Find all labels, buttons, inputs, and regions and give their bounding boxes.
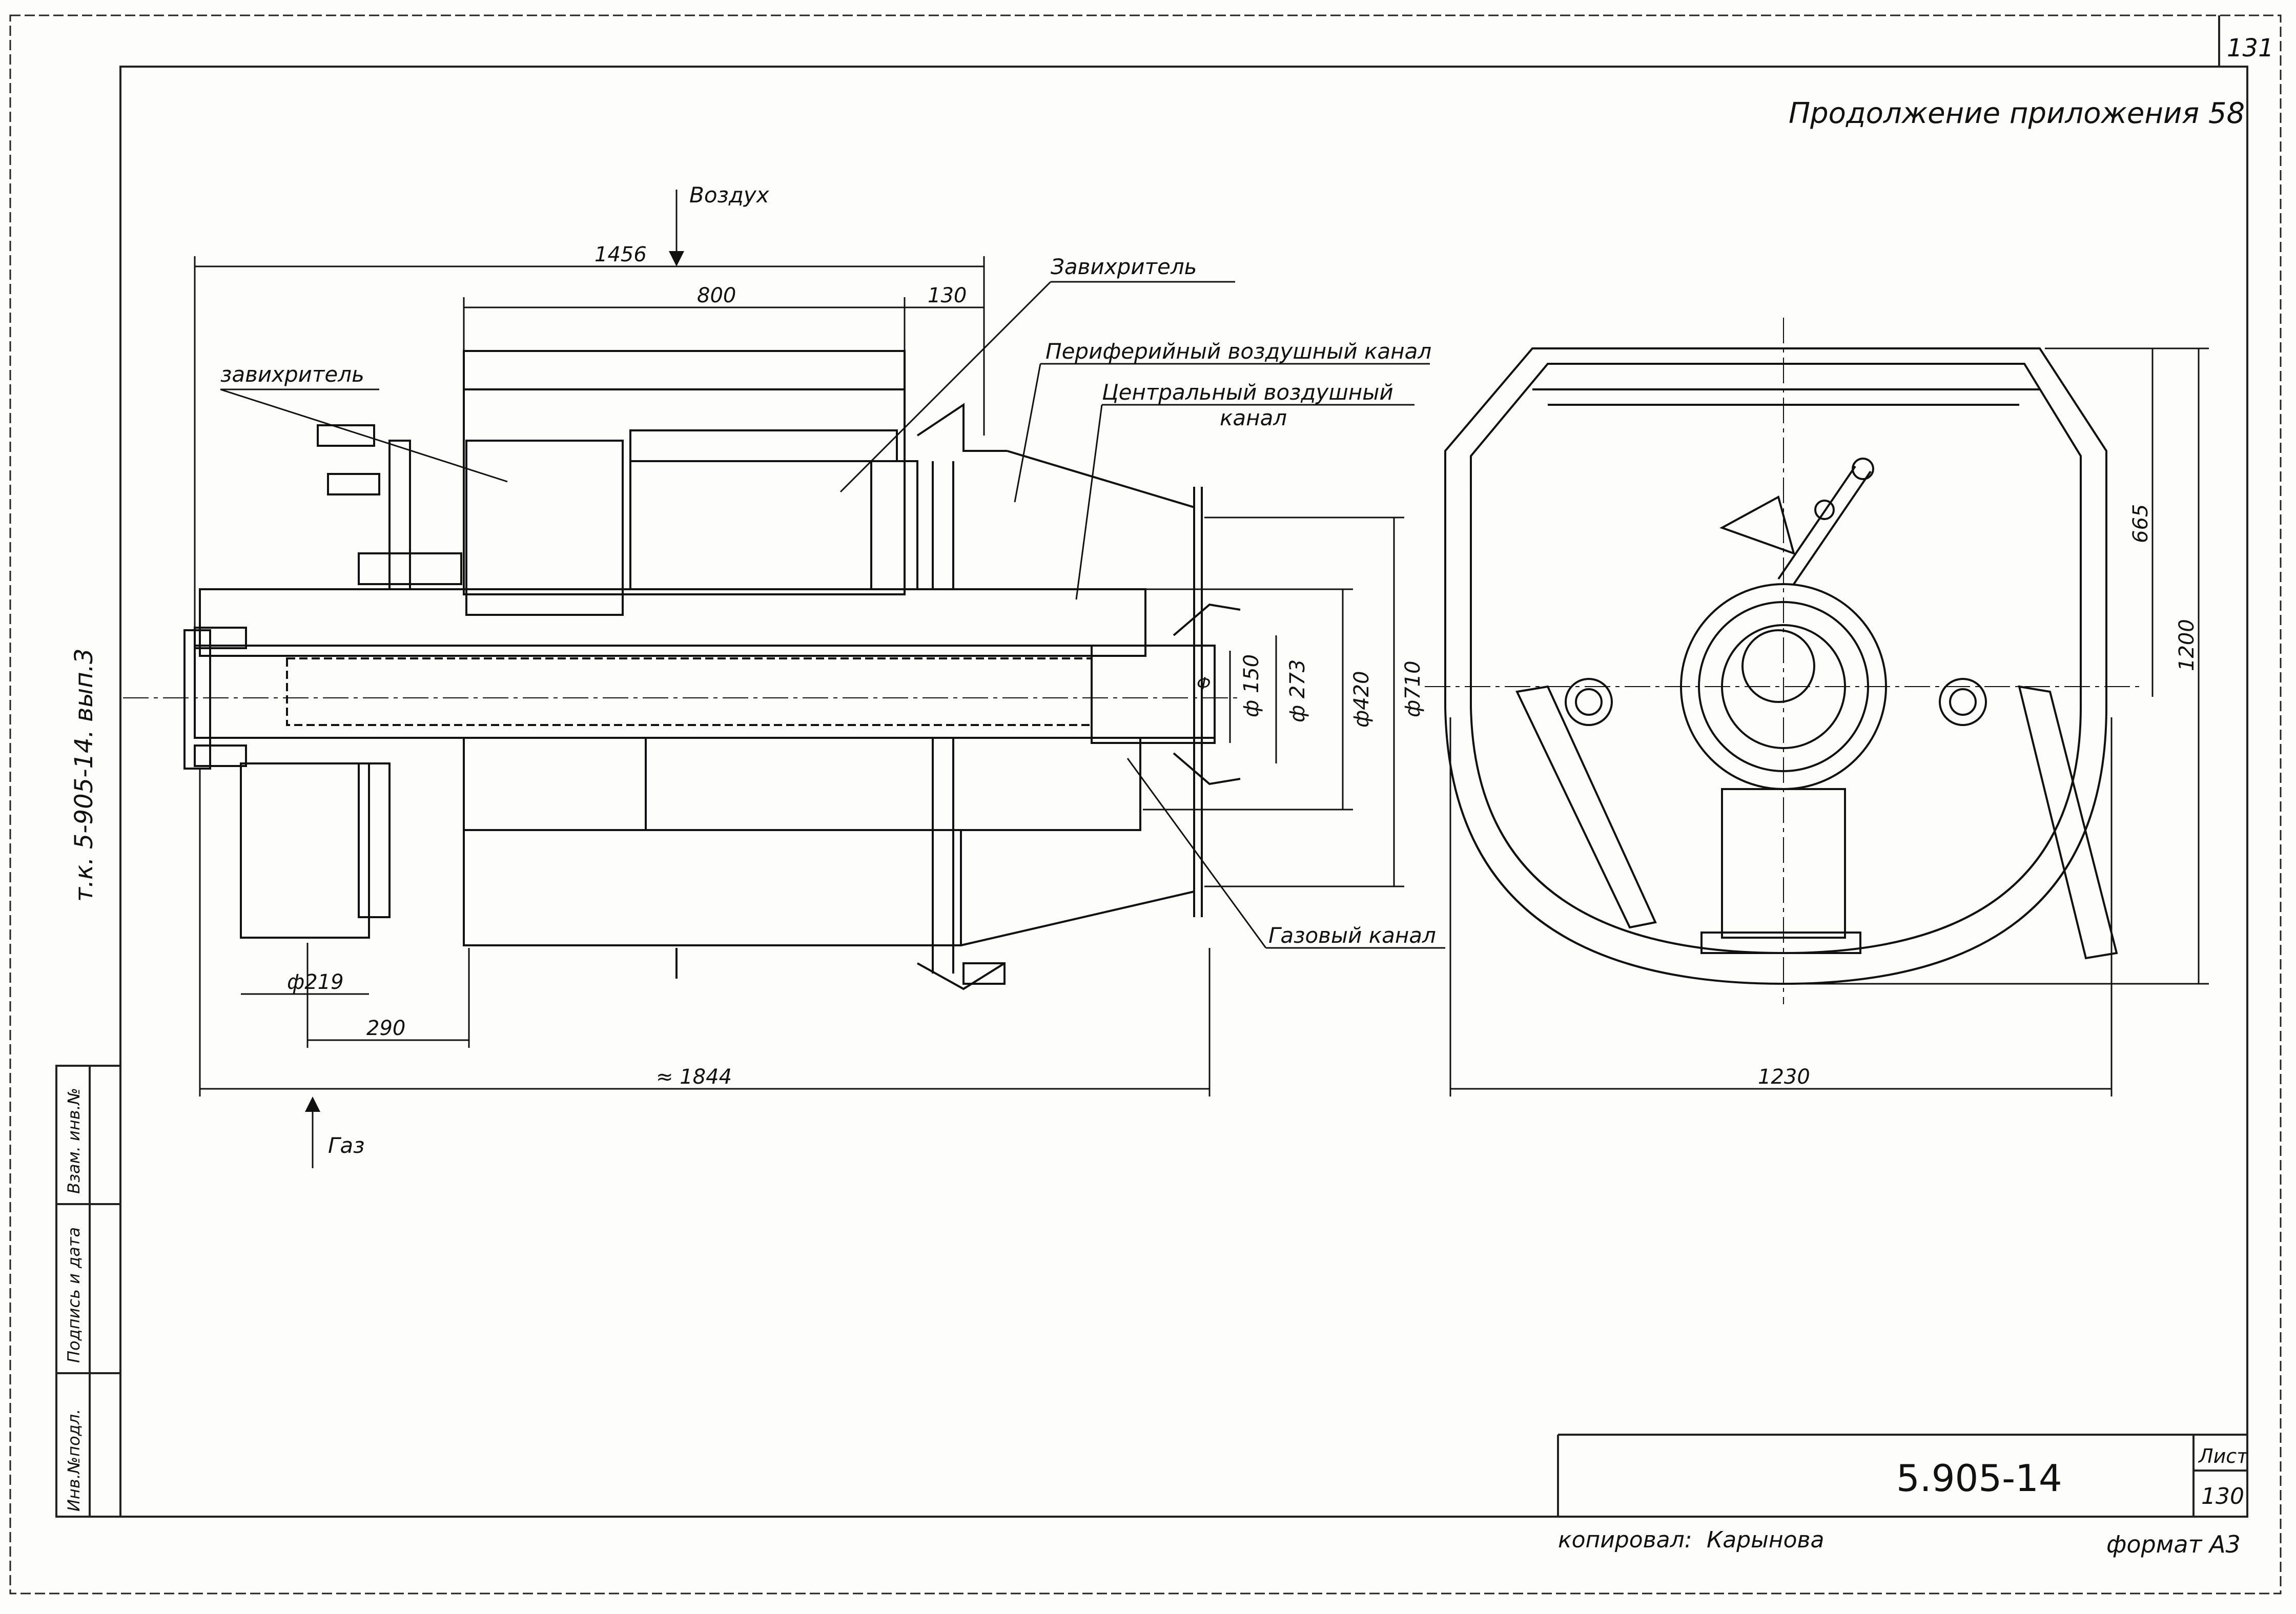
- dim-219: ф219: [287, 970, 344, 994]
- label-gas-channel: Газовый канал: [1268, 923, 1436, 948]
- dim-1230: 1230: [1758, 1065, 1810, 1089]
- stamp-cell-2: Подпись и дата: [64, 1227, 84, 1363]
- label-swirler-left: завихритель: [220, 362, 364, 387]
- copier-name: Карынова: [1707, 1527, 1824, 1553]
- small-mark: Ф: [1197, 674, 1211, 693]
- stamp-cell-3: Взам. инв.№: [64, 1088, 84, 1194]
- label-central-channel-1: Центральный воздушный: [1102, 380, 1393, 405]
- sheet-number: 130: [2201, 1483, 2244, 1509]
- longitudinal-section: [183, 350, 1241, 990]
- copied-by: копировал:: [1558, 1527, 1692, 1553]
- sheet-label: Лист: [2198, 1445, 2249, 1467]
- dim-710: ф710: [1401, 660, 1425, 717]
- format: формат А3: [2106, 1530, 2241, 1558]
- dim-420: ф420: [1350, 671, 1373, 728]
- arrowheads: [305, 251, 684, 1112]
- label-central-channel-2: канал: [1220, 405, 1287, 430]
- texts: 131 Продолжение приложения 58 Воздух Газ…: [64, 34, 2274, 1558]
- dim-800: 800: [697, 284, 736, 307]
- dim-273: ф 273: [1286, 659, 1309, 722]
- sheet-frame: [9, 14, 2282, 1595]
- doc-number: 5.905-14: [1896, 1457, 2062, 1500]
- dimension-lines-left: [194, 190, 1445, 1168]
- dim-290: 290: [366, 1017, 405, 1040]
- label-gas: Газ: [328, 1133, 364, 1158]
- label-swirler-top: Завихритель: [1051, 254, 1197, 279]
- page-corner-number: 131: [2227, 34, 2274, 63]
- dimension-lines-right: [1449, 347, 2209, 1096]
- dim-1456: 1456: [594, 243, 647, 266]
- dim-1844: ≈ 1844: [656, 1065, 732, 1089]
- dim-150: ф 150: [1240, 654, 1263, 717]
- stamp-cell-1: Инв.№подл.: [64, 1409, 84, 1512]
- side-note: т.к. 5-905-14. вып.3: [70, 649, 98, 902]
- sheet-header: Продолжение приложения 58: [1789, 97, 2245, 130]
- dim-1200: 1200: [2175, 619, 2199, 671]
- dim-130: 130: [928, 284, 967, 307]
- end-view: [1444, 347, 2118, 985]
- end-view-axes: [1425, 318, 2142, 1004]
- label-peripheral-channel: Периферийный воздушный канал: [1046, 339, 1431, 364]
- label-air: Воздух: [689, 182, 770, 208]
- dim-665: 665: [2129, 504, 2152, 543]
